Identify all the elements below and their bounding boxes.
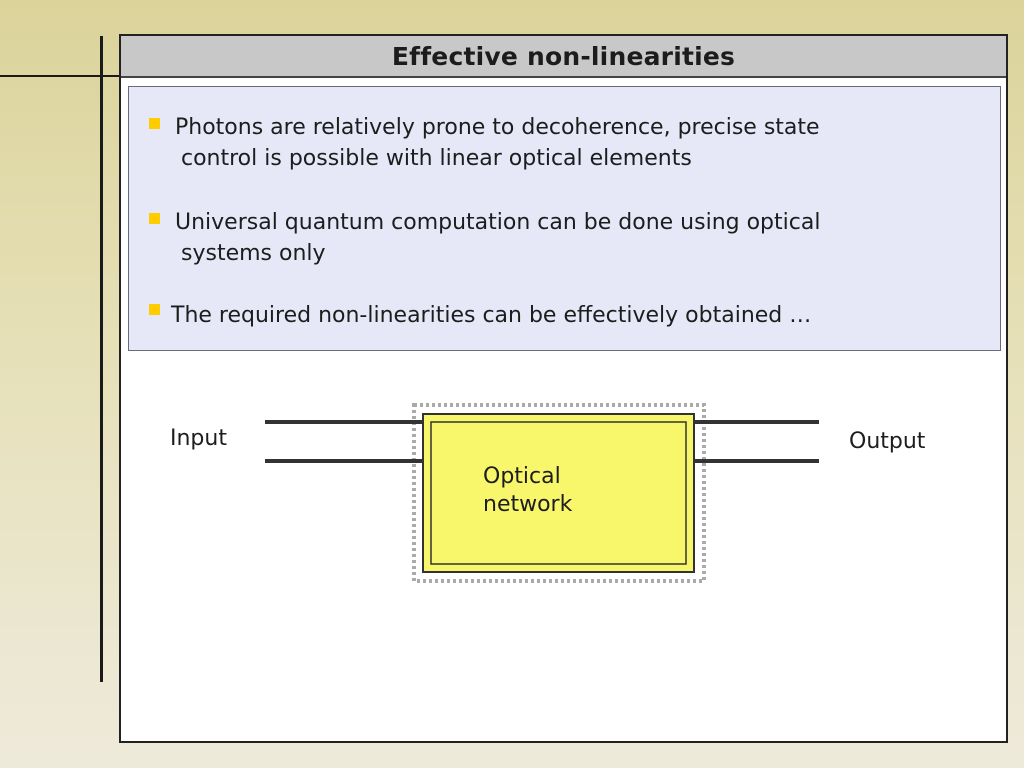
bullet-text-line: The required non-linearities can be effe… — [171, 303, 812, 328]
decorative-horizontal-line — [0, 75, 120, 77]
bullet-text-line: Photons are relatively prone to decohere… — [175, 115, 820, 140]
bullet-square-icon — [149, 213, 160, 224]
bullet-text-line: systems only — [181, 241, 326, 266]
bullet-item: Universal quantum computation can be don… — [149, 207, 989, 269]
title-bar: Effective non-linearities — [121, 36, 1006, 78]
slide-panel: Effective non-linearities Photons are re… — [119, 34, 1008, 743]
decorative-tick — [100, 186, 103, 194]
bullet-list-box: Photons are relatively prone to decohere… — [128, 86, 1001, 351]
bullet-text-line: Universal quantum computation can be don… — [175, 210, 821, 235]
bullet-text-line: control is possible with linear optical … — [181, 146, 692, 171]
bullet-square-icon — [149, 304, 160, 315]
bullet-square-icon — [149, 118, 160, 129]
decorative-vertical-line — [100, 36, 103, 682]
bullet-item: The required non-linearities can be effe… — [149, 300, 989, 331]
bullet-item: Photons are relatively prone to decohere… — [149, 112, 989, 174]
slide-title: Effective non-linearities — [391, 41, 736, 71]
